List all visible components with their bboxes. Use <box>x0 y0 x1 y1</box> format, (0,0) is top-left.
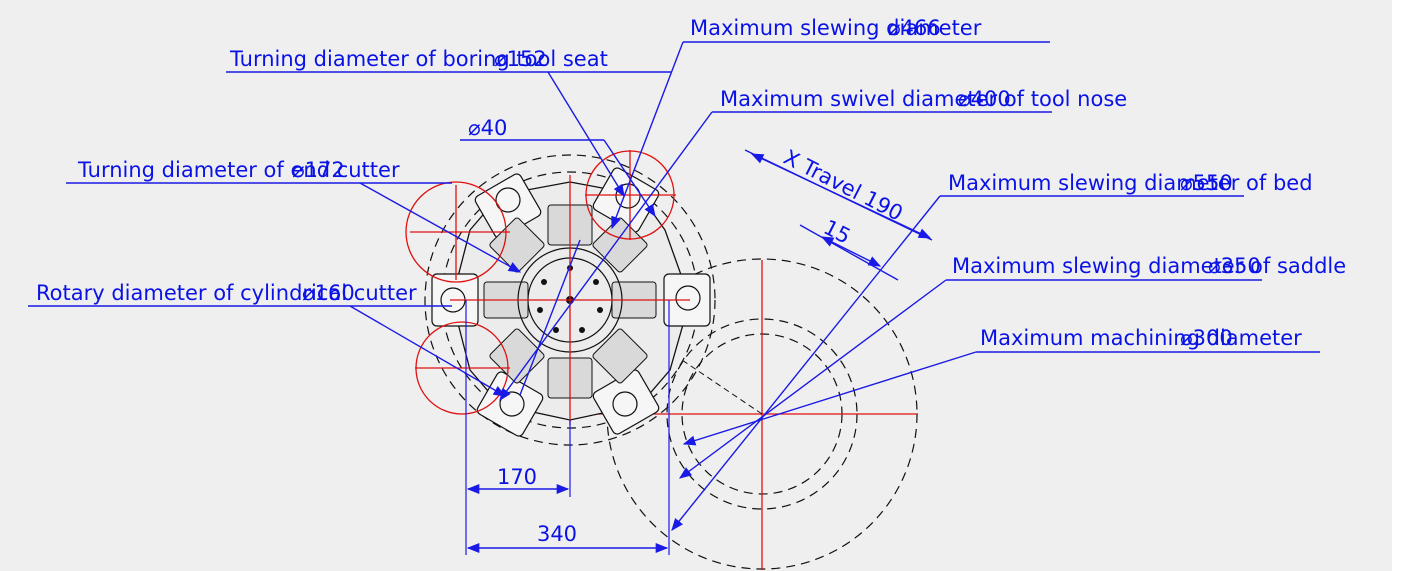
callouts: Maximum slewing diameter ⌀466 Turning di… <box>36 16 1346 350</box>
page-margin <box>1392 0 1417 571</box>
end-cutter-value: ⌀172 <box>292 158 345 182</box>
cylindrical-cutter-label: Rotary diameter of cylindrical cutter <box>36 281 417 305</box>
machining-label: Maximum machining diameter <box>980 326 1302 350</box>
hole-diameter-value: ⌀40 <box>468 116 507 140</box>
machining-value: ⌀300 <box>1180 326 1233 350</box>
bed-value: ⌀550 <box>1180 171 1233 195</box>
leader-lines <box>28 41 1320 531</box>
boring-tool-seat-value: ⌀152 <box>494 47 547 71</box>
tool-nose-label: Maximum swivel diameter of tool nose <box>720 87 1127 111</box>
dim-340-label: 340 <box>537 522 577 546</box>
saddle-value: ⌀350 <box>1208 254 1261 278</box>
saddle-label: Maximum slewing diameter of saddle <box>952 254 1346 278</box>
x-travel-path <box>681 359 763 415</box>
bed-label: Maximum slewing diameter of bed <box>948 171 1313 195</box>
tool-circles <box>405 150 690 425</box>
extension-lines <box>465 300 670 555</box>
max-slewing-diameter-label: Maximum slewing diameter <box>690 16 982 40</box>
tool-holder <box>592 369 660 435</box>
end-cutter-label: Turning diameter of end cutter <box>77 158 400 182</box>
cylindrical-cutter-value: ⌀160 <box>302 281 355 305</box>
bottom-dimensions: 170 340 <box>466 465 669 554</box>
dim-170-label: 170 <box>497 465 537 489</box>
boring-tool-seat-label: Turning diameter of boring tool seat <box>229 47 608 71</box>
max-slewing-diameter-value: ⌀466 <box>888 16 941 40</box>
tool-nose-value: ⌀400 <box>958 87 1011 111</box>
